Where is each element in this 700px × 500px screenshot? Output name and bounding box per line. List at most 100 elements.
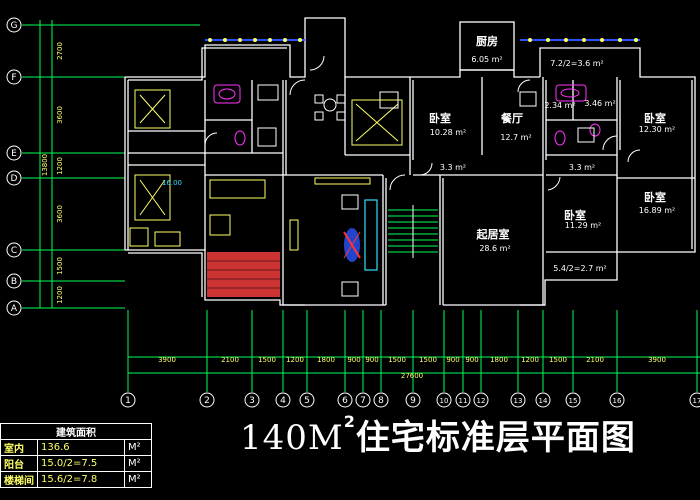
bedroom-d-area: 16.89 m² bbox=[639, 206, 675, 215]
col-dim-13: 1200 bbox=[521, 356, 539, 364]
col-axis-1: 1 bbox=[125, 396, 131, 406]
title-superscript: 2 bbox=[343, 412, 356, 431]
col-dim-1: 3900 bbox=[158, 356, 176, 364]
area-row-key: 室内 bbox=[0, 439, 38, 456]
col-dim-7: 900 bbox=[365, 356, 378, 364]
row-axis-d: D bbox=[11, 174, 18, 184]
col-axis-4: 4 bbox=[280, 396, 286, 406]
area-row-value: 15.6/2=7.8 bbox=[37, 471, 125, 488]
area-row-unit: M² bbox=[123, 455, 153, 472]
building-area-table: 建筑面积 室内 136.6 M² 阳台 15.0/2=7.5 M² 楼梯间 15… bbox=[0, 423, 153, 488]
area-row-key: 楼梯间 bbox=[0, 471, 38, 488]
row-axis-group: G F E D C B A 2700 3600 1200 3600 1500 1… bbox=[6, 17, 200, 316]
row-dim-1: 2700 bbox=[56, 42, 64, 60]
sanitary-fixtures bbox=[213, 84, 601, 146]
row-axis-f: F bbox=[11, 73, 16, 83]
bedroom-b-name: 卧室 bbox=[644, 111, 666, 125]
bedroom-b-area: 12.30 m² bbox=[639, 125, 675, 134]
bedroom-c-area: 11.29 m² bbox=[565, 221, 601, 230]
col-axis-11: 11 bbox=[459, 397, 468, 405]
stairwell bbox=[388, 205, 438, 258]
drawing-title: 140M2住宅标准层平面图 bbox=[240, 410, 635, 462]
col-axis-2: 2 bbox=[204, 396, 210, 406]
kitchen-top-name: 厨房 bbox=[476, 34, 498, 48]
door-swings bbox=[204, 55, 641, 191]
row-axis-e: E bbox=[11, 149, 17, 159]
col-axis-13: 13 bbox=[514, 397, 523, 405]
balcony-right-area: 7.2/2=3.6 m² bbox=[550, 59, 603, 68]
row-axis-a: A bbox=[11, 304, 18, 314]
bath-small-area: 2.34 m² bbox=[544, 101, 575, 110]
area-row-value: 136.6 bbox=[37, 439, 125, 456]
living-room-furniture bbox=[289, 194, 378, 297]
col-axis-6: 6 bbox=[342, 396, 348, 406]
row-axis-b: B bbox=[11, 277, 17, 287]
col-dim-8: 1500 bbox=[388, 356, 406, 364]
col-dim-10: 900 bbox=[446, 356, 459, 364]
col-dim-11: 900 bbox=[465, 356, 478, 364]
kitchen-fixtures bbox=[257, 84, 595, 147]
col-axis-7: 7 bbox=[360, 396, 366, 406]
row-axis-c: C bbox=[11, 246, 17, 256]
col-axis-17: 17 bbox=[693, 397, 700, 405]
area-row-unit: M² bbox=[123, 471, 153, 488]
row-axis-g: G bbox=[11, 21, 18, 31]
col-axis-16: 16 bbox=[613, 397, 622, 405]
kitchen-top-area: 6.05 m² bbox=[471, 55, 502, 64]
col-dim-16: 3900 bbox=[648, 356, 666, 364]
dining-name: 餐厅 bbox=[500, 111, 523, 125]
bedroom-a-name: 卧室 bbox=[429, 111, 451, 125]
table-row: 室内 136.6 M² bbox=[0, 439, 153, 456]
col-axis-12: 12 bbox=[477, 397, 486, 405]
brick-balcony bbox=[207, 252, 280, 297]
bedroom-d-name: 卧室 bbox=[644, 190, 666, 204]
title-text: 住宅标准层平面图 bbox=[355, 418, 636, 458]
col-dim-3: 1500 bbox=[258, 356, 276, 364]
bath-small2-area: 3.46 m² bbox=[584, 99, 615, 108]
area-table-header: 建筑面积 bbox=[0, 423, 152, 440]
balcony-small-area: 5.4/2=2.7 m² bbox=[553, 264, 606, 273]
col-axis-9: 9 bbox=[410, 396, 416, 406]
col-axis-3: 3 bbox=[249, 396, 255, 406]
col-dim-6: 900 bbox=[347, 356, 360, 364]
hall-right-area: 3.3 m² bbox=[569, 163, 595, 172]
left-tag: 16.00 bbox=[162, 179, 182, 187]
col-dim-5: 1800 bbox=[317, 356, 335, 364]
living-room-area: 28.6 m² bbox=[479, 244, 510, 253]
col-axis-14: 14 bbox=[539, 397, 548, 405]
col-dim-12: 1800 bbox=[490, 356, 508, 364]
col-dim-total: 27600 bbox=[401, 372, 423, 380]
col-axis-10: 10 bbox=[440, 397, 449, 405]
living-room-name: 起居室 bbox=[476, 227, 510, 241]
col-axis-15: 15 bbox=[569, 397, 578, 405]
hall-left-area: 3.3 m² bbox=[440, 163, 466, 172]
dining-area: 12.7 m² bbox=[500, 133, 531, 142]
col-dim-2: 2100 bbox=[221, 356, 239, 364]
area-row-key: 阳台 bbox=[0, 455, 38, 472]
row-dim-total: 13800 bbox=[41, 154, 49, 176]
row-dim-3: 1200 bbox=[56, 157, 64, 175]
table-row: 楼梯间 15.6/2=7.8 M² bbox=[0, 471, 153, 488]
area-row-unit: M² bbox=[123, 439, 153, 456]
row-dim-2: 3600 bbox=[56, 106, 64, 124]
title-prefix: 140M bbox=[240, 418, 344, 458]
table-row: 阳台 15.0/2=7.5 M² bbox=[0, 455, 153, 472]
col-axis-8: 8 bbox=[378, 396, 384, 406]
col-dim-14: 1500 bbox=[549, 356, 567, 364]
area-row-value: 15.0/2=7.5 bbox=[37, 455, 125, 472]
row-dim-6: 1200 bbox=[56, 286, 64, 304]
col-axis-5: 5 bbox=[304, 396, 310, 406]
col-dim-9: 1500 bbox=[419, 356, 437, 364]
row-dim-4: 3600 bbox=[56, 205, 64, 223]
bedroom-c-name: 卧室 bbox=[564, 208, 586, 222]
col-dim-4: 1200 bbox=[286, 356, 304, 364]
balcony-rails bbox=[205, 38, 640, 42]
bedroom-a-area: 10.28 m² bbox=[430, 128, 466, 137]
row-dim-5: 1500 bbox=[56, 257, 64, 275]
left-bedroom-furniture bbox=[129, 89, 403, 247]
col-dim-15: 2100 bbox=[586, 356, 604, 364]
room-labels: 厨房 6.05 m² 7.2/2=3.6 m² 卧室 10.28 m² 餐厅 1… bbox=[162, 34, 675, 273]
column-axis-group: 1 2 3 4 5 6 7 8 9 10 11 12 13 14 15 16 1… bbox=[120, 310, 700, 408]
